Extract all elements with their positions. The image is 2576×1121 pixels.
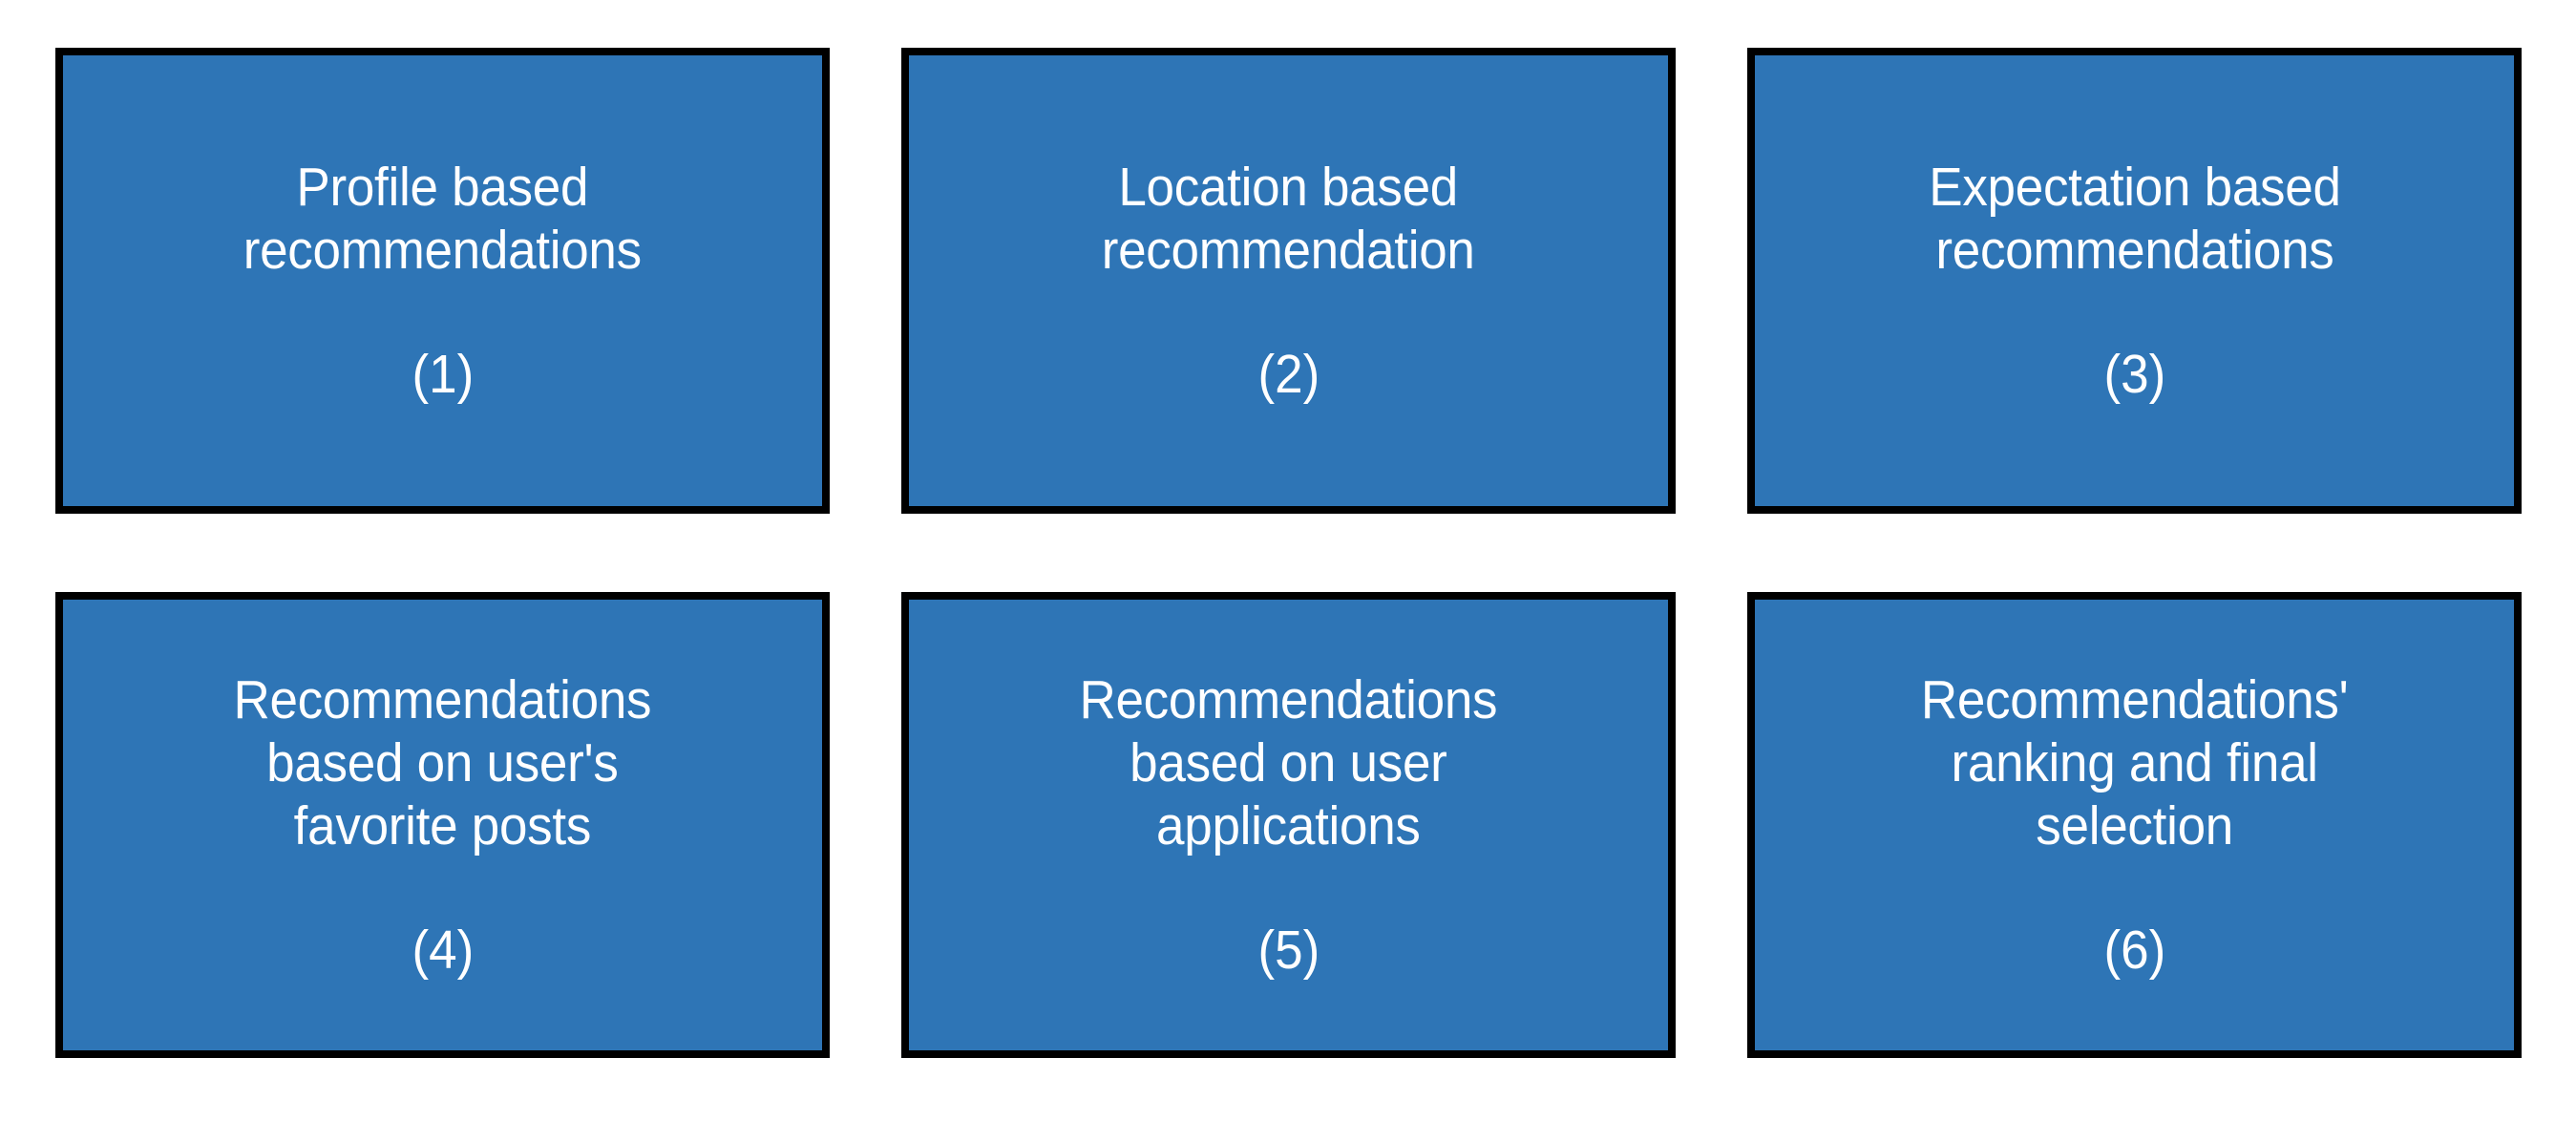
node-label: Recommendations based on user's favorite… [233, 669, 652, 857]
node-label: Profile based recommendations [243, 157, 643, 281]
node-label: Location based recommendation [1102, 157, 1475, 281]
diagram-node-expectation-based-recommendations[interactable]: Expectation based recommendations (3) [1747, 48, 2522, 514]
node-number: (5) [1257, 920, 1320, 981]
node-label: Recommendations' ranking and final selec… [1920, 669, 2349, 857]
node-label: Expectation based recommendations [1928, 157, 2341, 281]
node-number: (4) [412, 920, 474, 981]
node-number: (1) [412, 344, 474, 405]
diagram-node-location-based-recommendation[interactable]: Location based recommendation (2) [901, 48, 1676, 514]
node-number: (2) [1257, 344, 1320, 405]
node-number: (6) [2103, 920, 2165, 981]
node-label: Recommendations based on user applicatio… [1079, 669, 1498, 857]
diagram-node-profile-based-recommendations[interactable]: Profile based recommendations (1) [55, 48, 830, 514]
diagram-node-recommendations-user-applications[interactable]: Recommendations based on user applicatio… [901, 592, 1676, 1058]
node-grid: Profile based recommendations (1) Locati… [55, 48, 2523, 1058]
diagram-node-recommendations-ranking-final-selection[interactable]: Recommendations' ranking and final selec… [1747, 592, 2522, 1058]
node-number: (3) [2103, 344, 2165, 405]
diagram-node-recommendations-favorite-posts[interactable]: Recommendations based on user's favorite… [55, 592, 830, 1058]
